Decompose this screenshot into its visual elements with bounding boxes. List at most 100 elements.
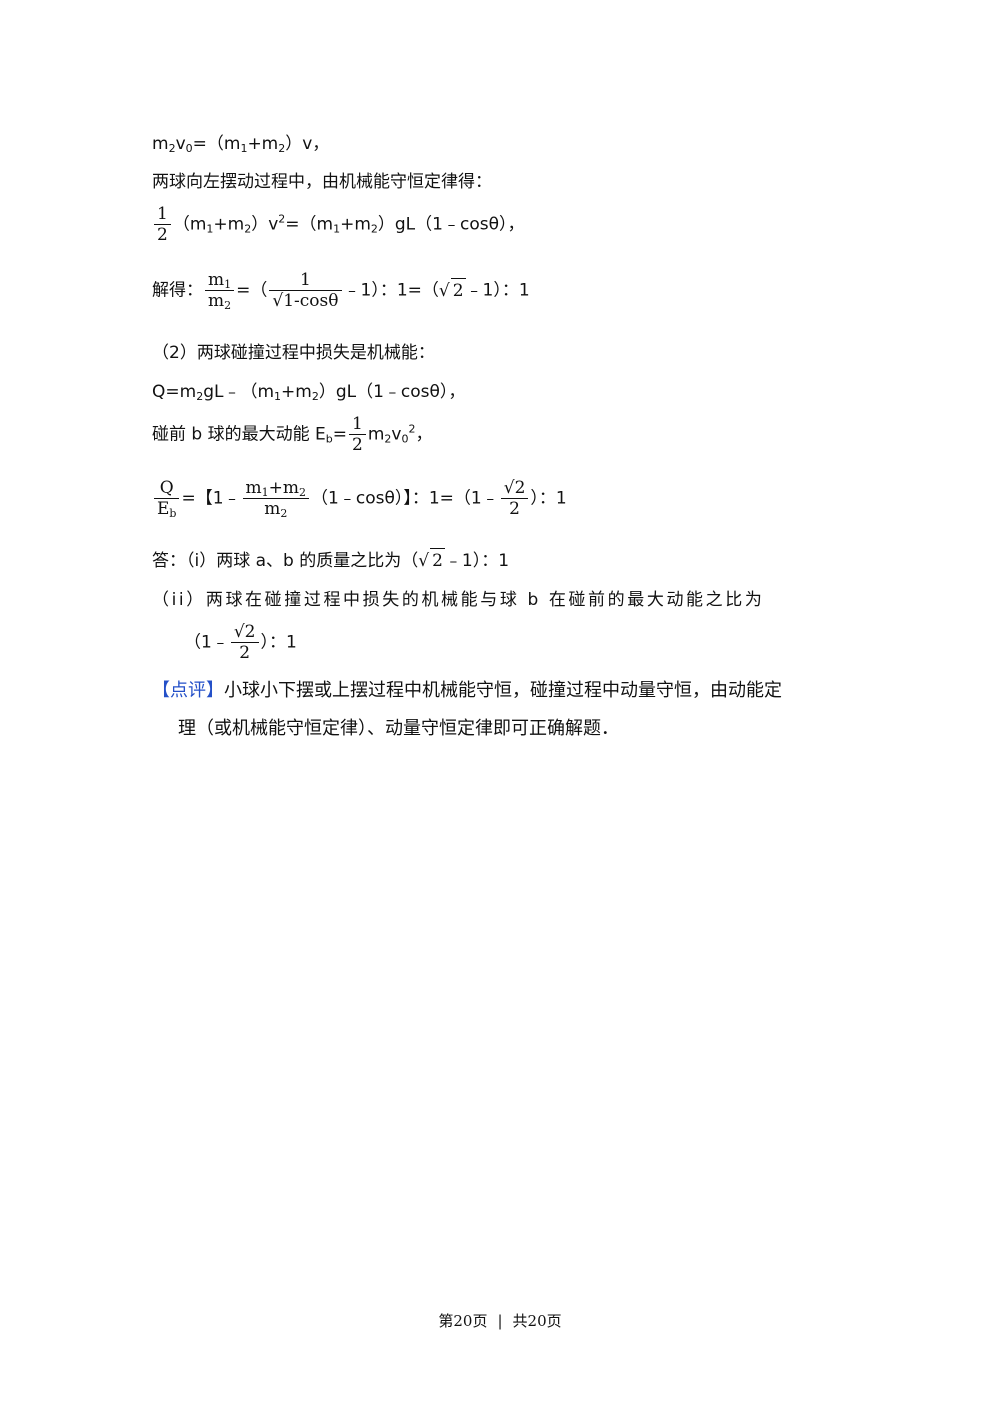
fraction: 1√1-cosθ: [269, 270, 342, 311]
text-line: 两球向左摆动过程中，由机械能守恒定律得：: [152, 172, 492, 192]
numerator: m1+m2: [243, 478, 310, 498]
text-line: （2）两球碰撞过程中损失是机械能：: [152, 343, 435, 363]
subscript: 0: [401, 432, 409, 446]
subscript: 2: [244, 222, 252, 236]
text: ﹣1）：1: [444, 551, 510, 571]
subscript: 1: [274, 390, 282, 403]
denominator: 2: [500, 498, 529, 519]
subscript: 2: [384, 432, 392, 446]
numerator: m1: [205, 270, 234, 290]
page-footer: 第20页 | 共20页: [0, 1310, 1000, 1331]
text: =（m: [192, 134, 241, 154]
text: gL﹣（m: [203, 382, 275, 402]
text: Q=m: [152, 382, 197, 402]
numerator: 1: [300, 270, 311, 290]
text: +m: [340, 214, 371, 235]
text: =（: [236, 280, 268, 301]
answer-line-2: （ii）两球在碰撞过程中损失的机械能与球 b 在碰前的最大动能之比为: [152, 590, 765, 610]
text: +m: [268, 478, 300, 498]
text: +m: [213, 214, 245, 235]
answer-line-1: 答：（i）两球 a、b 的质量之比为（√2﹣1）：1: [152, 548, 509, 573]
subscript: 1: [261, 486, 269, 499]
numerator: Q: [159, 478, 174, 498]
text: ﹣1）：1=（: [343, 280, 439, 301]
subscript: 2: [196, 390, 204, 403]
denominator: 2: [348, 434, 366, 455]
subscript: 0: [185, 142, 193, 155]
radicand: 2: [514, 478, 526, 498]
separator: |: [497, 1312, 503, 1330]
page-total: 共20页: [512, 1312, 562, 1330]
numerator: √2: [503, 478, 526, 498]
text: （1﹣cosθ）】：1=（1﹣: [311, 488, 499, 509]
text: =【1﹣: [181, 488, 241, 509]
radicand: 2: [244, 622, 256, 642]
subscript: 2: [299, 486, 307, 499]
denominator: 2: [230, 642, 259, 663]
numerator: 1: [351, 414, 363, 434]
text: E: [157, 499, 170, 519]
subscript: b: [169, 507, 177, 520]
text: ）gL（1﹣cosθ），: [318, 382, 466, 402]
numerator: √2: [233, 622, 256, 642]
subscript: 1: [333, 222, 341, 236]
text: =（m: [285, 214, 334, 235]
radicand: 2: [430, 548, 445, 573]
text: 小球小下摆或上摆过程中机械能守恒，碰撞过程中动量守恒，由动能定: [224, 680, 782, 701]
superscript: 2: [408, 422, 416, 436]
square-root: √2: [418, 548, 445, 573]
equation-momentum: m2v0=（m1+m2）v，: [152, 132, 329, 156]
radicand: 1-cosθ: [283, 291, 339, 311]
text: 解得：: [152, 280, 203, 301]
text: m: [208, 270, 225, 290]
subscript: 2: [280, 507, 288, 520]
comment-line-2: 理（或机械能守恒定律）、动量守恒定律即可正确解题．: [178, 718, 619, 739]
comment-line-1: 【点评】小球小下摆或上摆过程中机械能守恒，碰撞过程中动量守恒，由动能定: [152, 679, 782, 703]
text: m: [367, 424, 385, 445]
text: m: [245, 478, 262, 498]
text: ）：1: [260, 632, 297, 653]
text: =: [332, 424, 347, 445]
text: m: [152, 134, 169, 154]
denominator: m2: [242, 498, 310, 520]
text: m: [264, 499, 281, 519]
comment-tag: 【点评】: [152, 680, 224, 701]
subscript: 2: [168, 142, 176, 155]
equation-energy-loss: Q=m2gL﹣（m1+m2）gL（1﹣cosθ），: [152, 380, 465, 404]
denominator: √1-cosθ: [269, 290, 342, 311]
subscript: 2: [311, 390, 319, 403]
subscript: 1: [224, 278, 232, 291]
subscript: 2: [278, 142, 286, 155]
text: ，: [415, 424, 433, 445]
text: v: [391, 424, 402, 445]
text: ）v，: [285, 134, 330, 154]
text: ）v: [251, 214, 279, 235]
text: 答：（i）两球 a、b 的质量之比为（: [152, 551, 419, 571]
text: ）gL（1﹣cosθ），: [377, 214, 525, 235]
subscript: b: [325, 432, 333, 446]
text: m: [208, 291, 225, 311]
superscript: 2: [278, 212, 286, 226]
text: （1﹣: [184, 632, 229, 653]
subscript: 1: [240, 142, 248, 155]
subscript: 1: [206, 222, 214, 236]
page-number: 第20页: [438, 1312, 488, 1330]
text: v: [175, 134, 186, 154]
denominator: m2: [205, 290, 235, 312]
text: ﹣1）：1: [465, 280, 530, 301]
subscript: 2: [224, 299, 232, 312]
text: 碰前 b 球的最大动能 E: [152, 424, 326, 445]
radicand: 2: [450, 277, 466, 303]
